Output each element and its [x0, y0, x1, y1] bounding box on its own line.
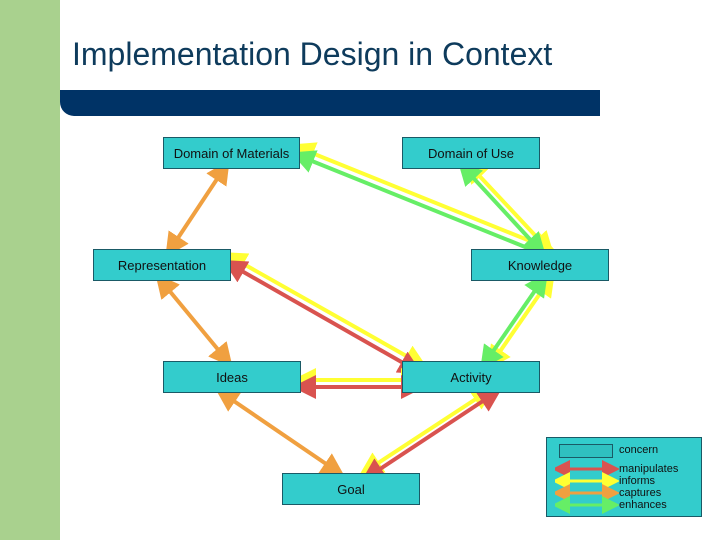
node-ideas: Ideas	[163, 361, 301, 393]
connector-representation-ideas-captures	[155, 273, 233, 368]
connector-representation-materials-captures	[165, 159, 230, 258]
node-activity: Activity	[402, 361, 540, 393]
legend-informs-label: informs	[619, 475, 656, 487]
legend-manipulates-label: manipulates	[619, 463, 679, 475]
node-representation: Representation	[93, 249, 231, 281]
connector-knowledge-activity-enhances	[480, 272, 548, 370]
legend-concern-swatch	[559, 444, 613, 458]
node-domain-of-use: Domain of Use	[402, 137, 540, 169]
legend-concern-label: concern	[619, 444, 659, 456]
connector-use-knowledge-enhances	[457, 161, 547, 257]
node-domain-of-materials: Domain of Materials	[163, 137, 300, 169]
legend-arrow-swatches	[555, 460, 619, 514]
connector-ideas-goal-captures	[215, 388, 345, 477]
connector-activity-goal-manipulates	[360, 388, 503, 482]
connector-representation-activity-manipulates	[222, 260, 423, 374]
title-underline-bar	[60, 90, 600, 116]
legend: concern manipulates informs captures enh…	[546, 437, 702, 517]
left-accent-band	[0, 0, 60, 540]
connector-representation-activity-informs	[222, 252, 428, 368]
legend-captures-label: captures	[619, 487, 662, 499]
legend-enhances-label: enhances	[619, 499, 667, 511]
connector-use-knowledge-informs	[463, 159, 555, 256]
node-goal: Goal	[282, 473, 420, 505]
node-knowledge: Knowledge	[471, 249, 609, 281]
connector-knowledge-activity-informs	[487, 272, 555, 370]
slide-title: Implementation Design in Context	[72, 36, 553, 72]
connector-activity-goal-informs	[358, 386, 496, 476]
